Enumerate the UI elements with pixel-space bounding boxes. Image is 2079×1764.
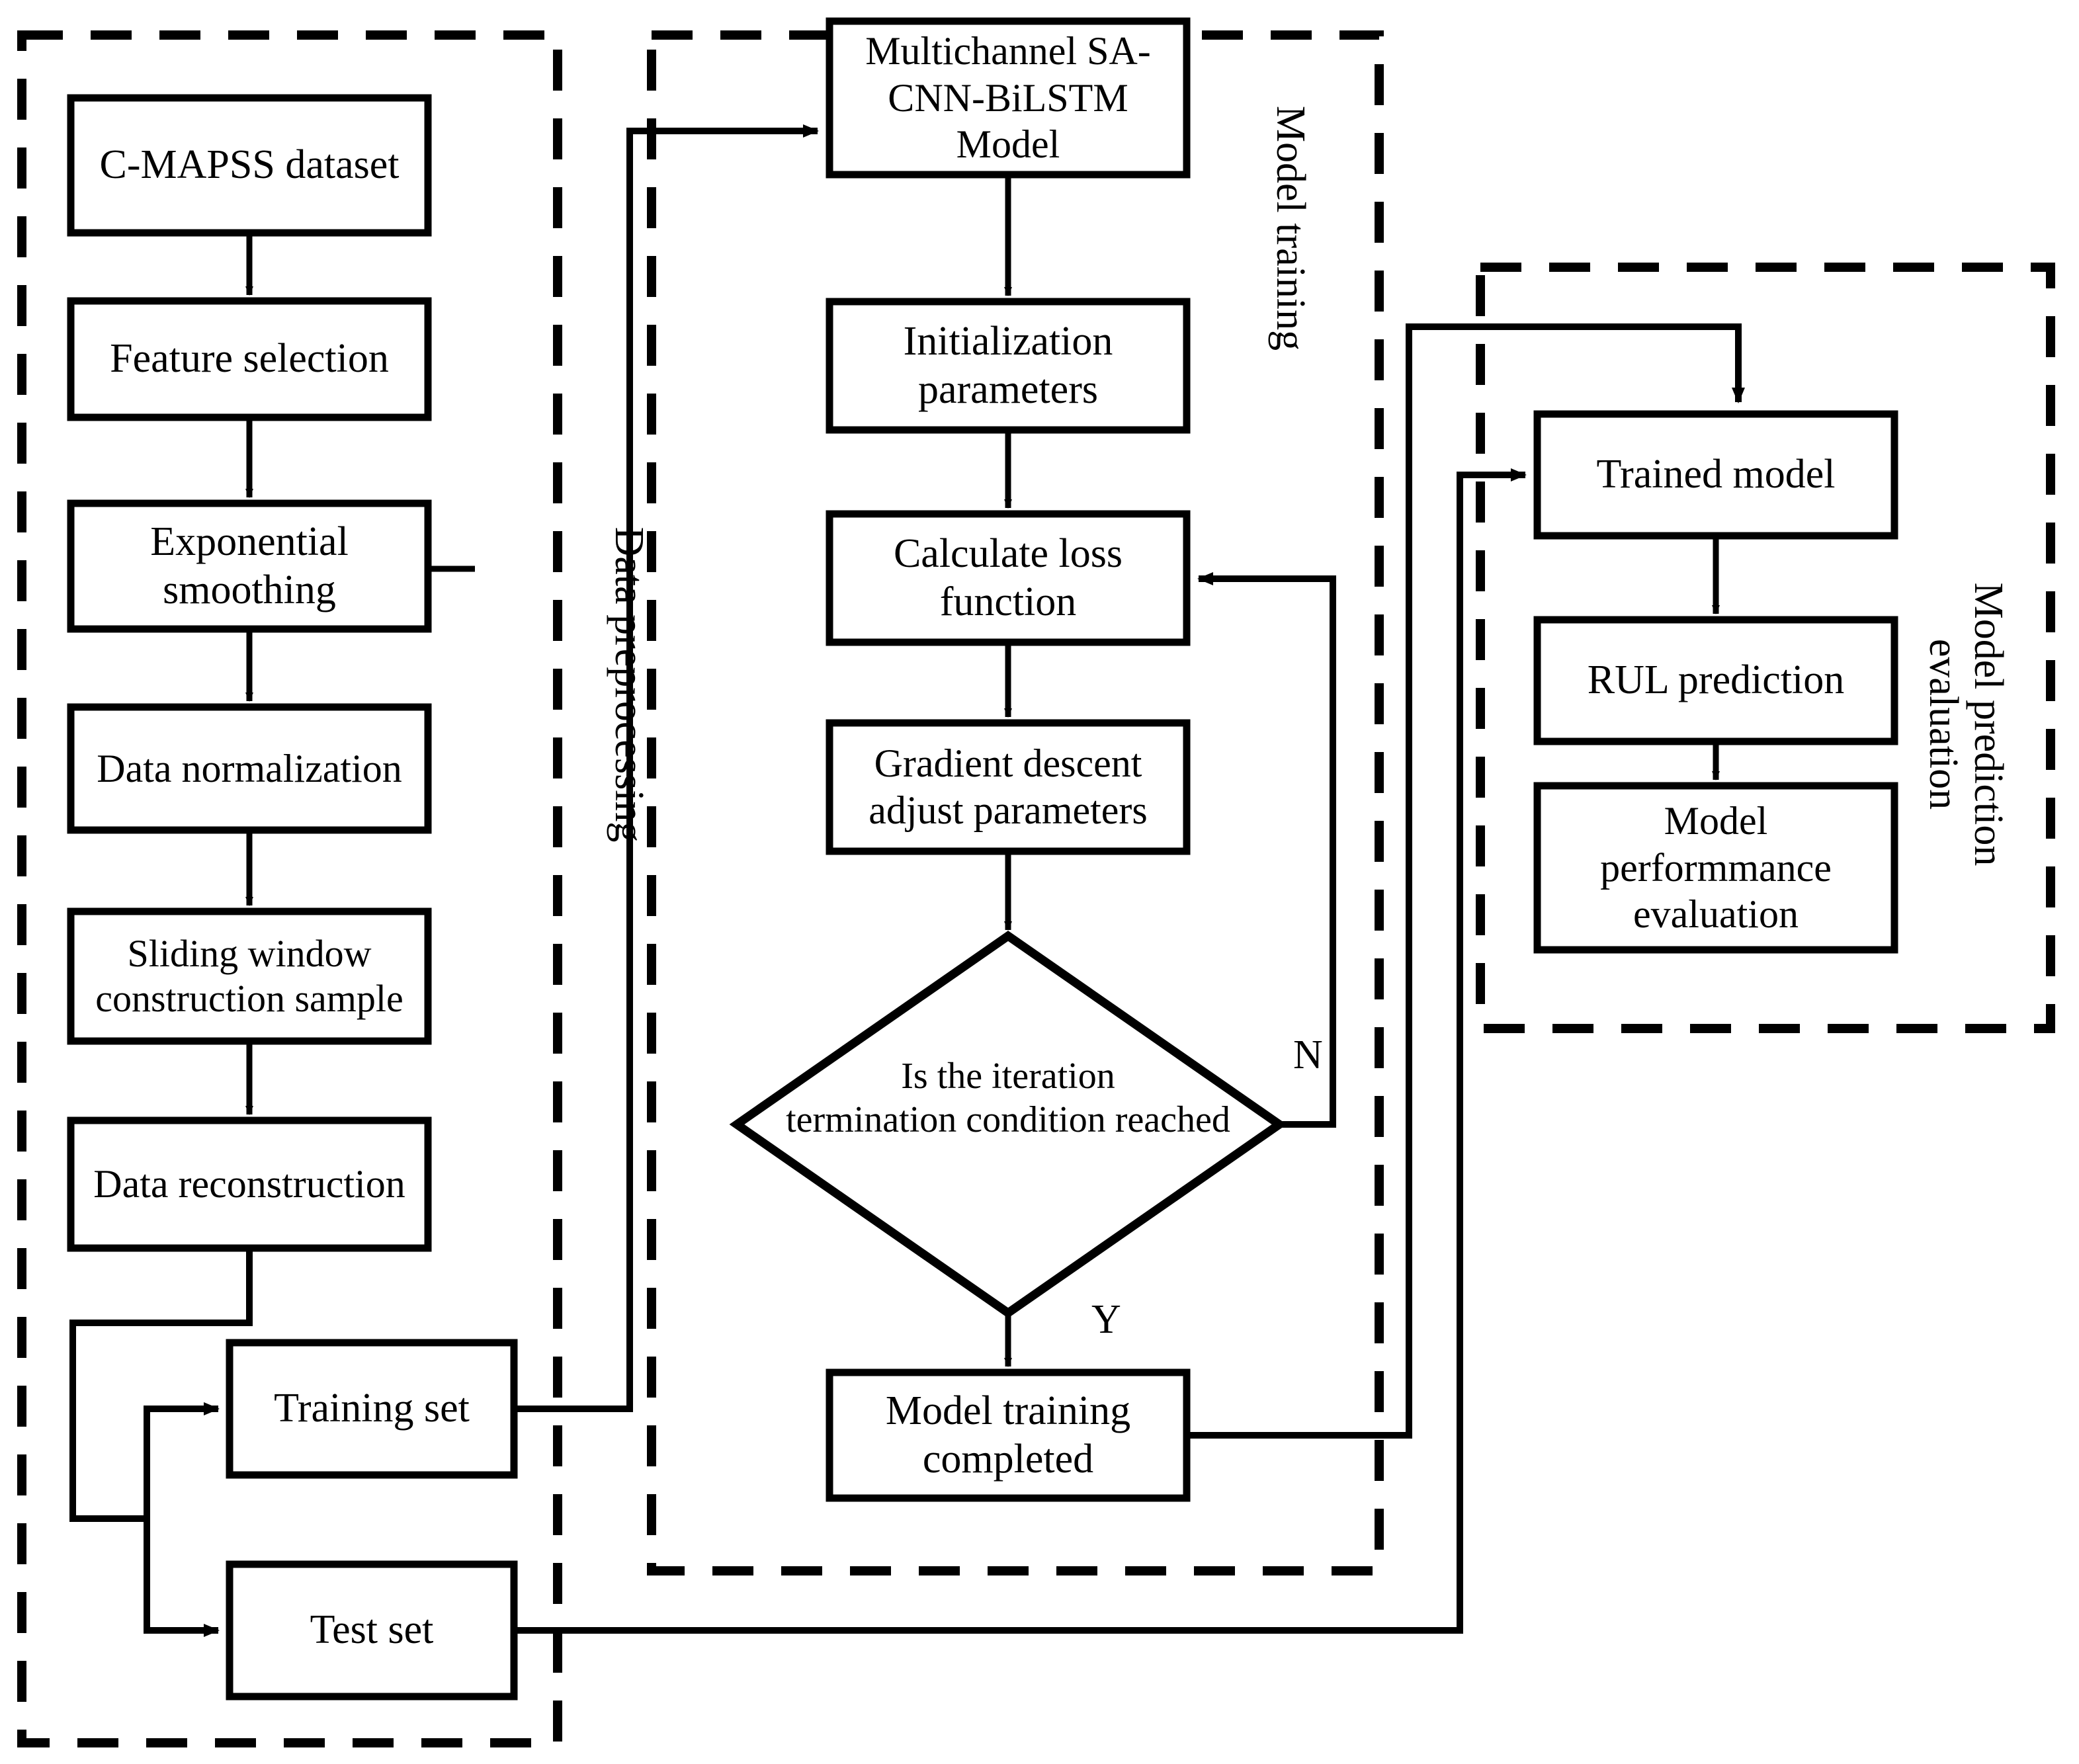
node-trained-model xyxy=(1533,410,1898,540)
node-data-normalization xyxy=(67,703,432,834)
edge-completed-to-trained-model xyxy=(1187,323,1745,1439)
edge-test-set-to-trained-model xyxy=(514,468,1527,1634)
edge-decision-no-feedback xyxy=(1197,572,1336,1128)
node-model-performance xyxy=(1533,782,1898,954)
node-feature-selection xyxy=(67,297,432,421)
node-data-reconstruction xyxy=(67,1116,432,1252)
node-test-set xyxy=(226,1560,518,1701)
group-border-data-preprocessing xyxy=(17,30,562,1747)
node-training-set xyxy=(226,1339,518,1479)
group-border-model-prediction-evaluation xyxy=(1476,263,2055,1033)
node-sliding-window xyxy=(67,907,432,1045)
edge-bus-to-test-set xyxy=(144,1519,220,1637)
edge-reconstruction-to-bus xyxy=(69,1248,253,1522)
group-label-model-prediction-evaluation: Model prediction evaluation xyxy=(1920,582,2011,866)
edge-bus-to-training-set xyxy=(144,1402,220,1519)
node-cmapss-dataset xyxy=(67,94,432,237)
node-rul-prediction xyxy=(1533,616,1898,745)
group-label-data-preprocessing: Data preprocessing xyxy=(607,526,652,843)
node-initialization-parameters xyxy=(826,298,1191,434)
edge-label-branch-no: N xyxy=(1293,1032,1323,1077)
node-iteration-decision xyxy=(729,931,1287,1318)
node-gradient-descent xyxy=(826,719,1191,855)
node-exponential-smoothing xyxy=(67,499,432,633)
node-model-training-completed xyxy=(826,1368,1191,1502)
node-calculate-loss xyxy=(826,510,1191,646)
node-multichannel-model xyxy=(826,17,1191,179)
group-label-model-training: Model training xyxy=(1268,105,1313,351)
edge-training-set-to-model xyxy=(514,124,819,1412)
edge-label-branch-yes: Y xyxy=(1091,1297,1121,1342)
